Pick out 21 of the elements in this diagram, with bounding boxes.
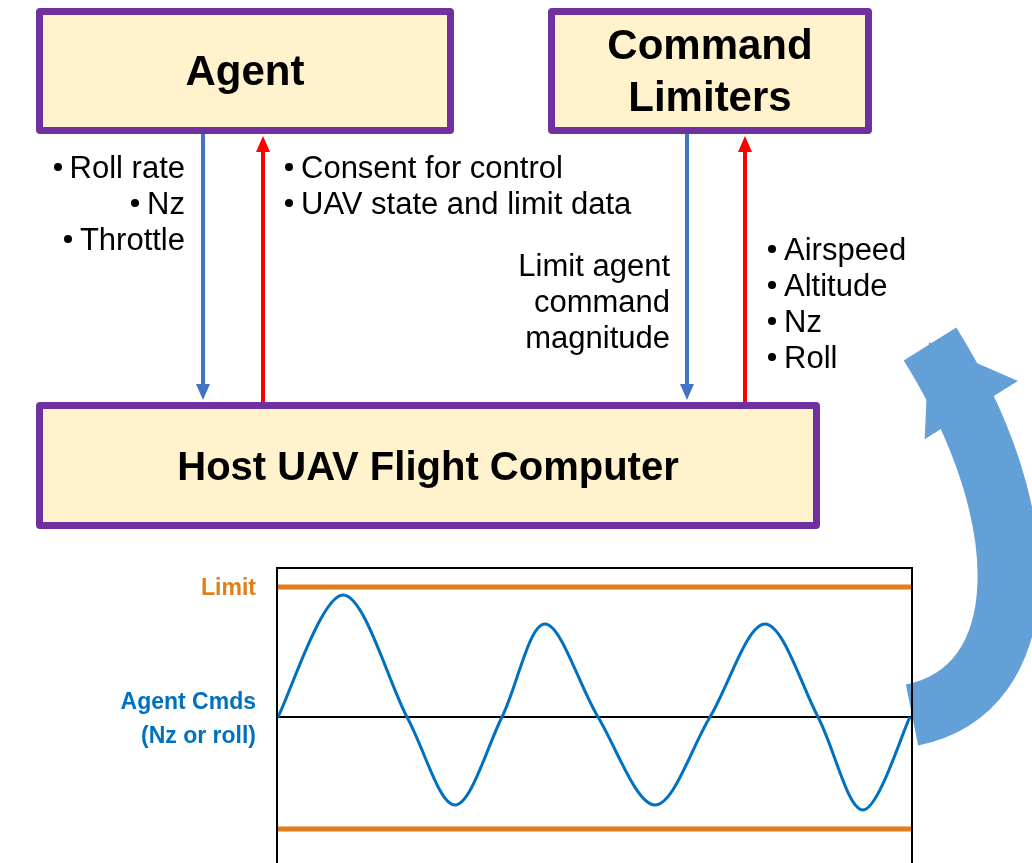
edge-label: Nz xyxy=(784,304,822,340)
edge-label: Limit agent command magnitude xyxy=(517,248,670,356)
edge-label: Throttle xyxy=(79,222,185,258)
edge-label: Roll xyxy=(784,340,838,376)
edge-label: Roll rate xyxy=(69,150,185,186)
chart-label: Agent Cmds (Nz or roll) xyxy=(119,687,256,750)
line-chart xyxy=(276,567,913,863)
edge-label: Airspeed xyxy=(784,232,907,268)
arrow xyxy=(902,328,1032,745)
chart-label: Limit xyxy=(200,573,256,602)
process-box: Host UAV Flight Computer xyxy=(36,402,820,529)
arrow xyxy=(256,136,270,402)
arrow xyxy=(738,136,752,402)
edge-label: Nz xyxy=(147,186,185,222)
arrow xyxy=(196,134,210,400)
edge-label: Consent for control xyxy=(301,150,563,186)
process-box: Agent xyxy=(36,8,454,134)
process-box: Command Limiters xyxy=(548,8,872,134)
edge-label: UAV state and limit data xyxy=(301,186,632,222)
arrow xyxy=(680,134,694,400)
edge-label: Altitude xyxy=(784,268,888,304)
